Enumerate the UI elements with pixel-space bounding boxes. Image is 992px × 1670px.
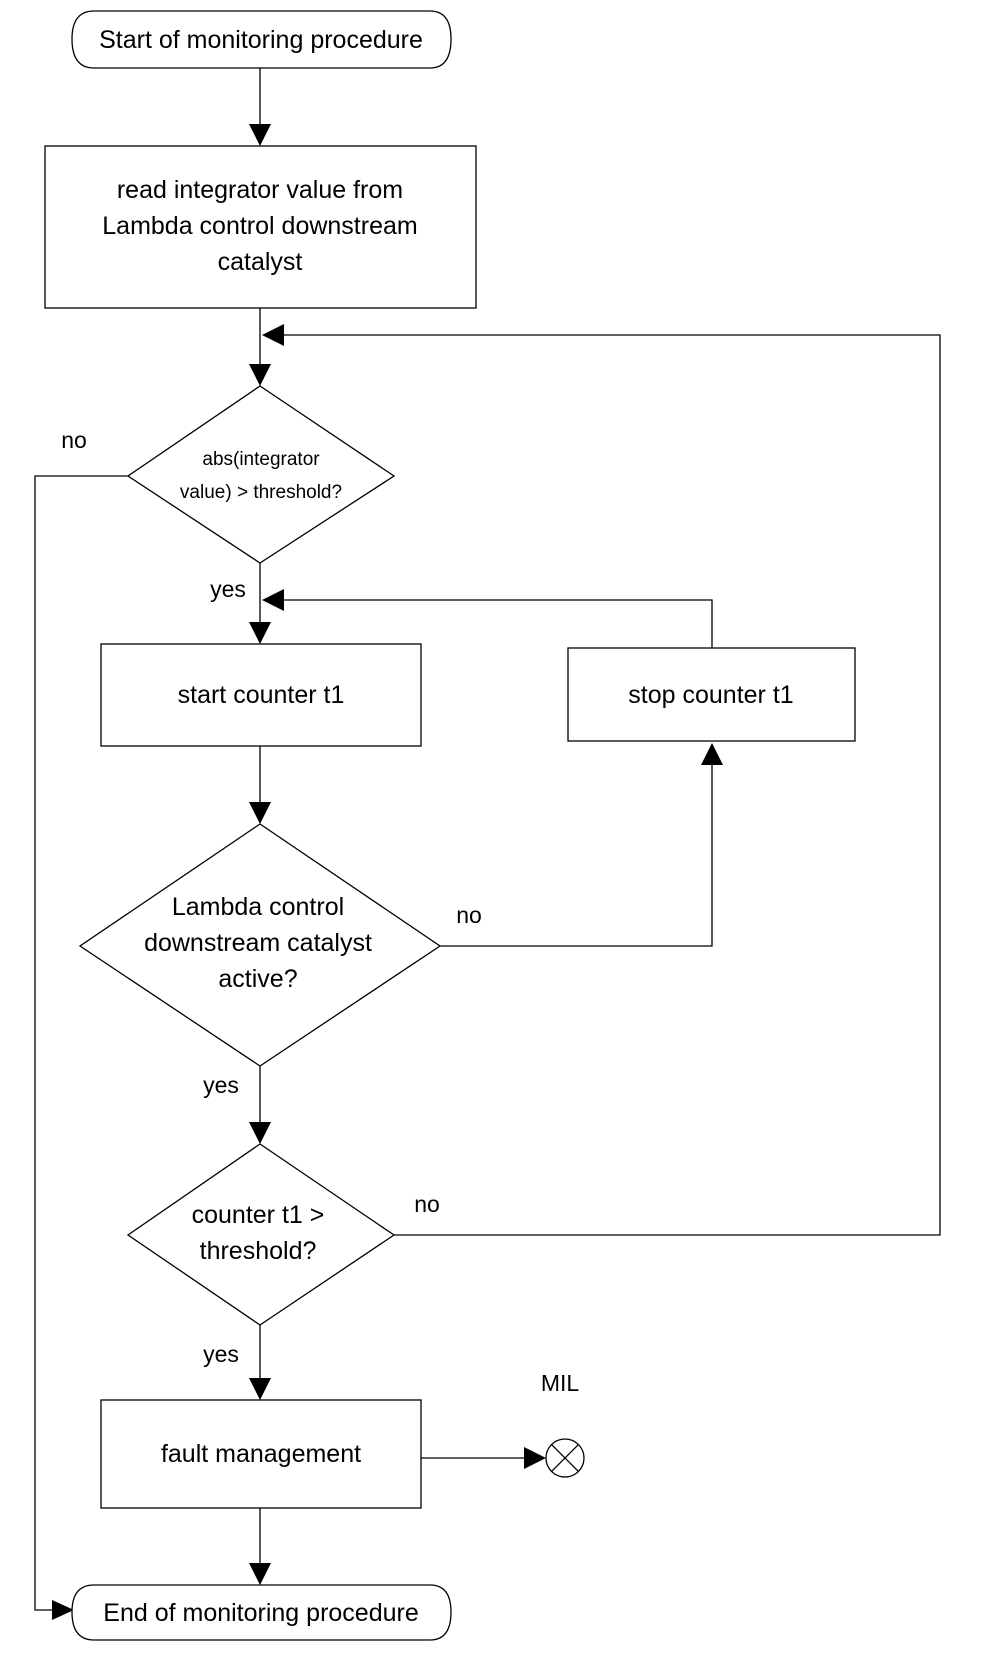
counter-threshold-decision: counter t1 > threshold? — [126, 1143, 396, 1326]
fault-management-label: fault management — [161, 1440, 361, 1468]
arrow-into-counter-check — [249, 1122, 271, 1144]
arrow-into-integrator-check — [249, 364, 271, 386]
connector-integrator-no-to-end — [34, 475, 128, 1611]
counter-decision-line-2: threshold? — [200, 1237, 317, 1265]
read-integrator-line-1: read integrator value from — [117, 176, 403, 204]
edge-label-lambda-yes: yes — [203, 1072, 239, 1098]
arrow-loop-from-counter — [262, 324, 284, 346]
arrow-into-end — [249, 1563, 271, 1585]
connector-stop-to-loop — [284, 599, 713, 648]
arrow-into-end-from-no — [52, 1600, 74, 1620]
lambda-decision-line-1: Lambda control — [172, 893, 344, 921]
read-integrator-line-2: Lambda control downstream — [102, 212, 417, 240]
edge-label-integrator-no: no — [61, 427, 87, 453]
stop-counter-box: stop counter t1 — [567, 647, 856, 742]
connector-counter-no-loop — [284, 334, 941, 1236]
fault-management-box: fault management — [100, 1399, 422, 1509]
start-node: Start of monitoring procedure — [71, 10, 452, 69]
edge-label-counter-no: no — [414, 1191, 440, 1217]
arrow-into-read — [249, 124, 271, 146]
connector-lambda-no-to-stop — [440, 763, 713, 947]
lambda-decision-line-2: downstream catalyst — [144, 929, 372, 957]
integrator-decision-line-1: abs(integrator — [202, 449, 320, 470]
integrator-decision-line-2: value) > threshold? — [180, 482, 342, 503]
arrow-into-mil — [524, 1447, 546, 1469]
start-counter-box: start counter t1 — [100, 643, 422, 747]
lambda-active-decision: Lambda control downstream catalyst activ… — [78, 823, 442, 1067]
start-node-label: Start of monitoring procedure — [99, 26, 423, 54]
arrow-into-fault-management — [249, 1378, 271, 1400]
arrow-into-stop-counter — [701, 743, 723, 765]
arrowheads — [52, 124, 723, 1620]
stop-counter-label: stop counter t1 — [628, 681, 793, 709]
mil-label: MIL — [541, 1370, 580, 1396]
read-integrator-box: read integrator value from Lambda contro… — [44, 145, 477, 309]
arrow-into-start-counter — [249, 622, 271, 644]
mil-lamp — [545, 1438, 585, 1478]
edge-label-counter-yes: yes — [203, 1341, 239, 1367]
integrator-threshold-decision: abs(integrator value) > threshold? — [126, 385, 396, 564]
arrow-loop-from-stop — [262, 589, 284, 611]
edge-label-integrator-yes: yes — [210, 576, 246, 602]
read-integrator-line-3: catalyst — [218, 248, 303, 276]
end-node-label: End of monitoring procedure — [103, 1599, 418, 1627]
start-counter-label: start counter t1 — [178, 681, 345, 709]
counter-decision-line-1: counter t1 > — [192, 1201, 325, 1229]
end-node: End of monitoring procedure — [71, 1584, 452, 1641]
arrow-into-lambda-check — [249, 802, 271, 824]
edge-label-lambda-no: no — [456, 902, 482, 928]
connectors — [34, 68, 941, 1611]
lambda-decision-line-3: active? — [218, 965, 297, 993]
